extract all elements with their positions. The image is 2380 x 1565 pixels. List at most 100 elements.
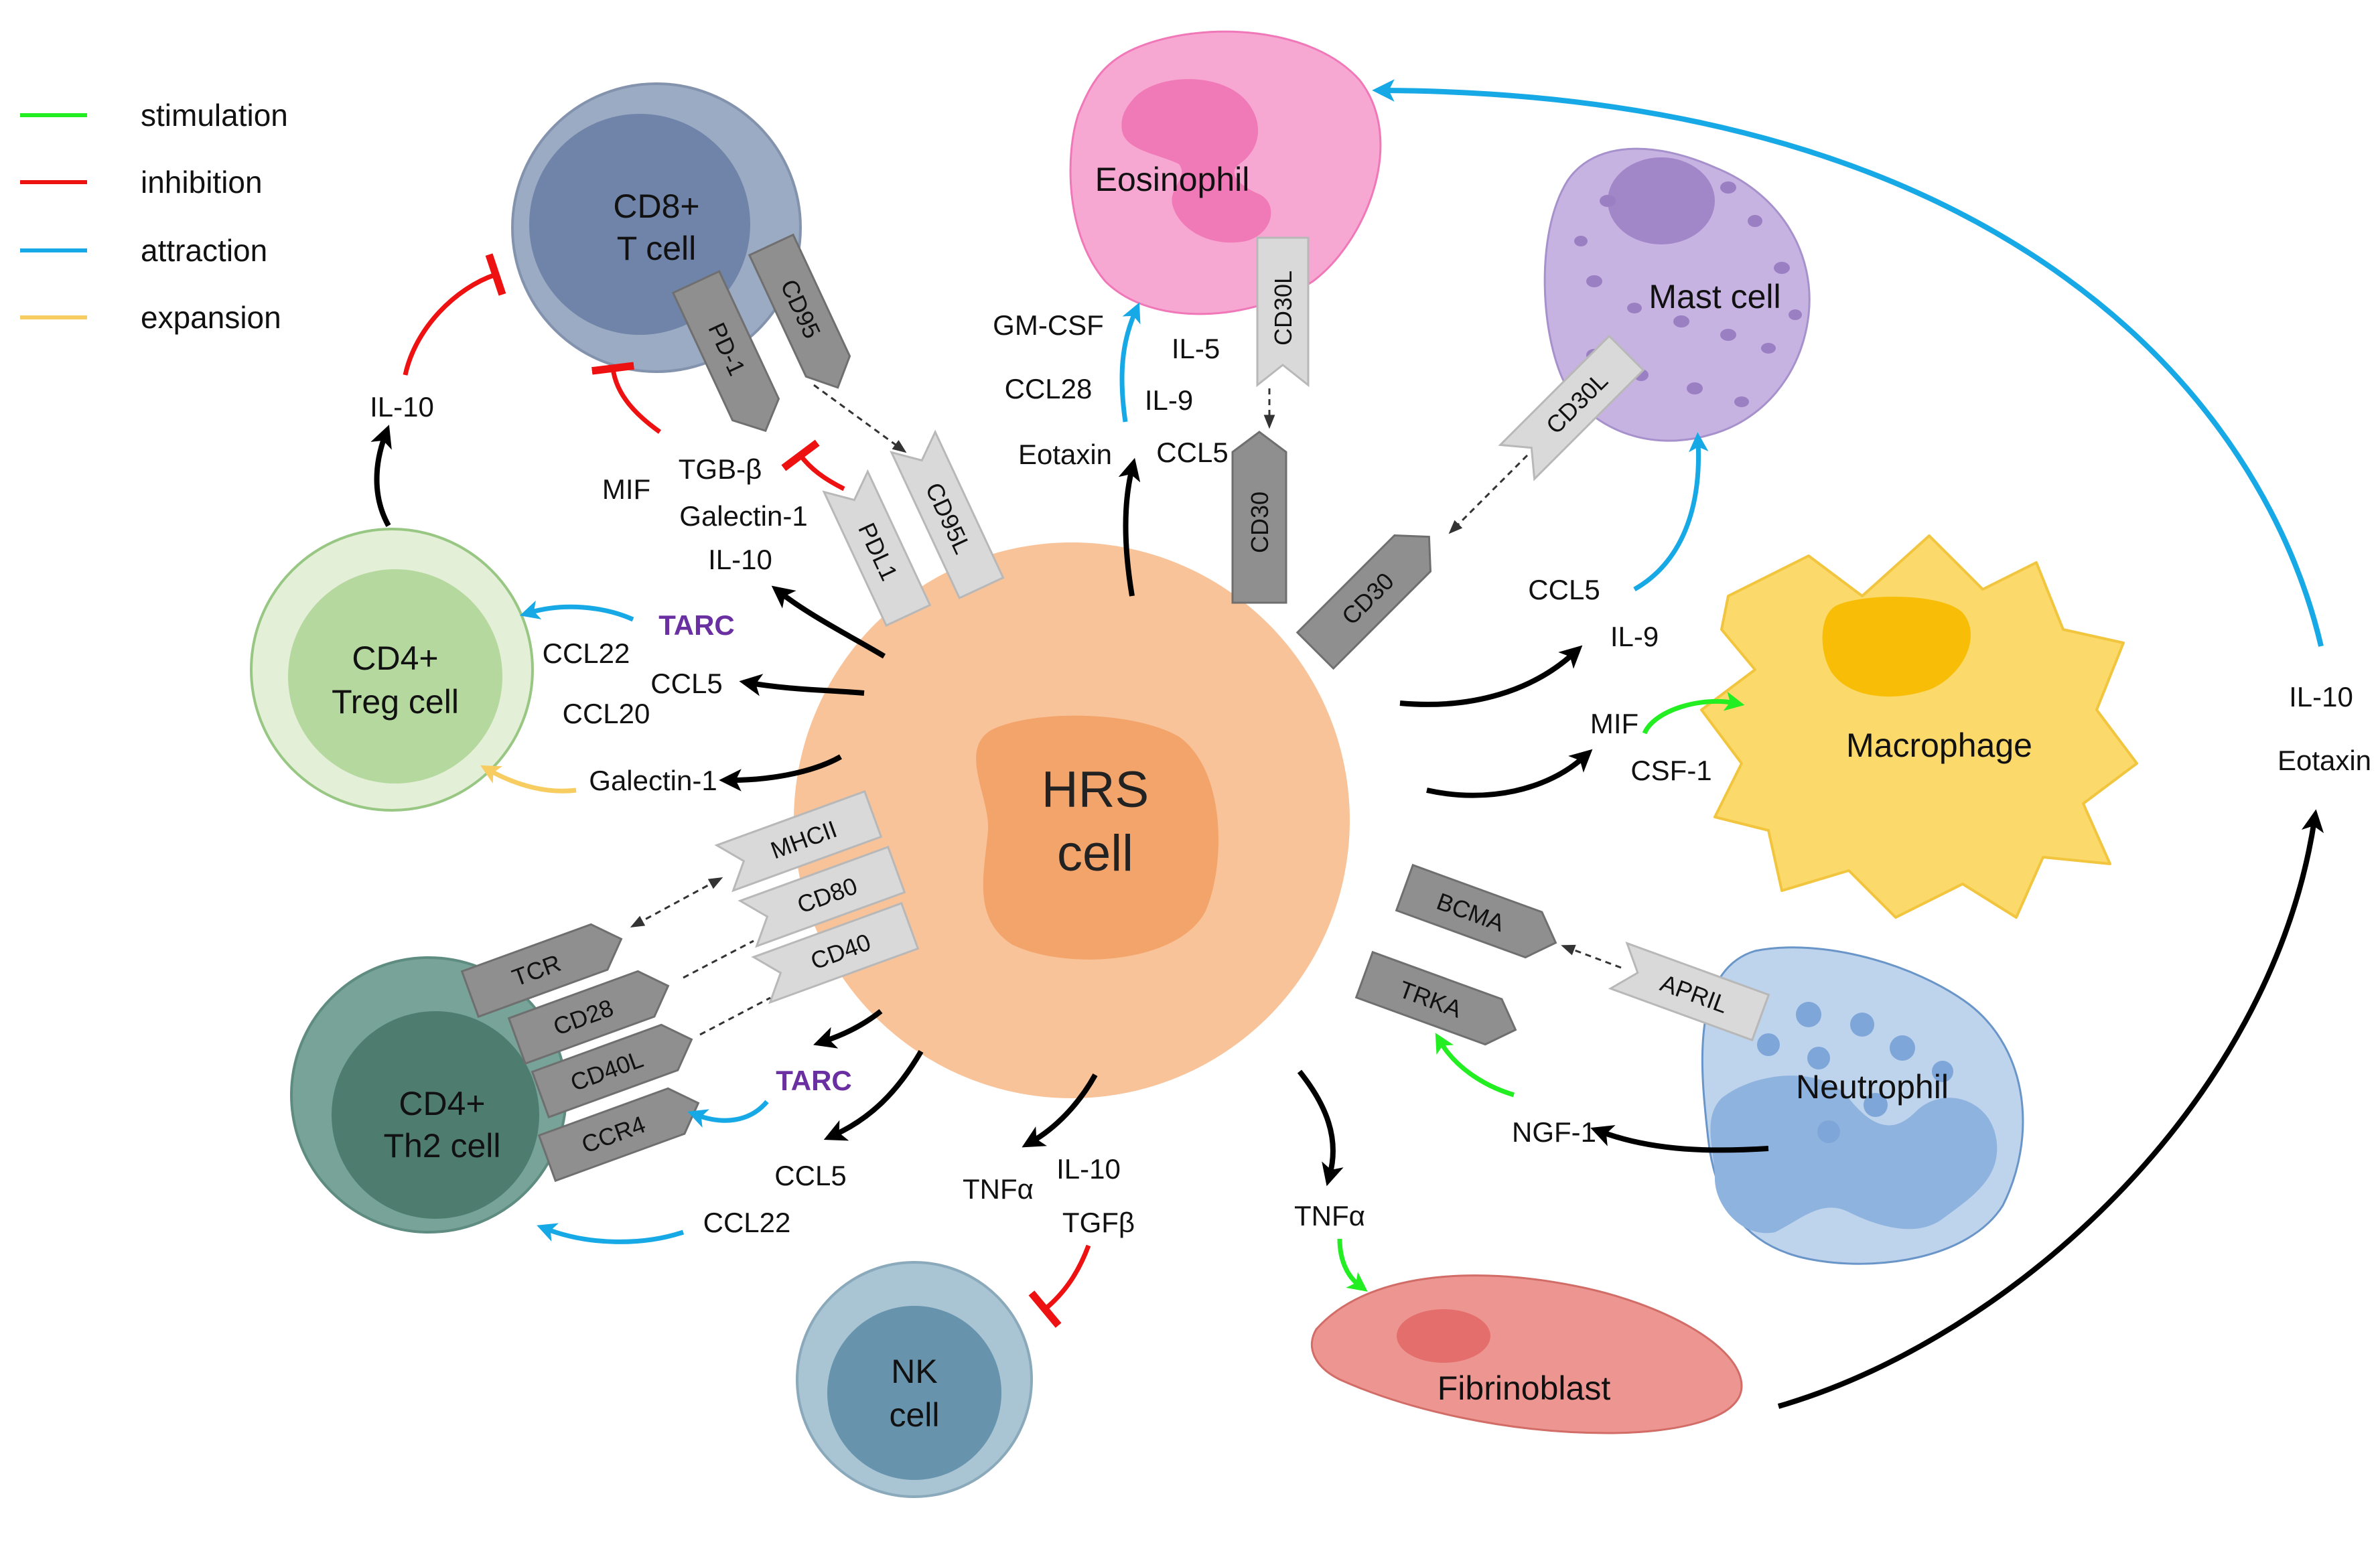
label-il5: IL-5 (1172, 333, 1220, 364)
inhibit-tgfb-nk (1028, 1244, 1091, 1328)
secretion-arrows (370, 425, 1769, 1187)
th2-cell-label-line2: Th2 cell (383, 1127, 500, 1165)
label-il9-mast: IL-9 (1610, 621, 1659, 652)
pdl1-ligand: PDL1 (822, 469, 932, 627)
legend-label-expansion: expansion (141, 300, 281, 335)
treg-cell-label-line1: CD4+ (352, 640, 438, 677)
arrow-il10-eotaxin-to-eosinophil (1372, 79, 2324, 647)
label-tgfb: TGFβ (1062, 1207, 1135, 1238)
macrophage-label: Macrophage (1846, 727, 2032, 764)
dashed-cd40l-cd40 (699, 996, 771, 1036)
april-ligand: APRIL (1608, 942, 1770, 1042)
label-tnfa-fib: TNFα (1294, 1200, 1365, 1232)
label-tarc-treg: TARC (658, 609, 735, 641)
hrs-cell: HRS cell (794, 542, 1350, 1098)
fibroblast-body (1310, 1274, 1743, 1434)
label-mif-cd8: MIF (602, 473, 650, 505)
inhibition-arrows (403, 253, 1091, 1328)
fibroblast-label: Fibrinoblast (1438, 1369, 1611, 1407)
attract-tarc-to-treg (519, 600, 634, 622)
dashed-cd95-cd95l (813, 384, 907, 453)
legend-label-stimulation: stimulation (141, 98, 288, 133)
receptors: PD-1 CD95 CD95L PDL1 CD30L CD30 (460, 233, 1770, 1183)
label-csf1: CSF-1 (1630, 755, 1711, 786)
mast-cell-label: Mast cell (1649, 278, 1780, 315)
nk-cell-label-line1: NK (891, 1353, 937, 1390)
hrs-cell-label-line2: cell (1057, 825, 1133, 882)
label-il10-nk: IL-10 (1056, 1153, 1121, 1185)
cd40-receptor: CD40 (751, 901, 920, 1004)
label-ccl20: CCL20 (563, 698, 650, 729)
neutrophil-nucleus (1710, 1075, 1998, 1234)
cd8-t-cell-label-line2: T cell (617, 230, 697, 267)
arrow-hrs-to-ccl5-mast (1399, 645, 1583, 707)
arrow-treg-to-il10 (370, 425, 392, 527)
mast-cell-granules (1574, 181, 1802, 407)
cd30-right-receptor: CD30 (1296, 534, 1432, 670)
treg-cell-inner (288, 569, 502, 784)
arrow-hrs-to-eotaxin (1118, 457, 1141, 597)
label-il10-right: IL-10 (2289, 681, 2353, 713)
dashed-cd30l-cd30-right (1448, 454, 1529, 534)
nk-cell-inner (827, 1306, 1001, 1480)
cd8-t-cell: CD8+ T cell (511, 82, 802, 373)
arrow-hrs-to-ccl5-treg (739, 674, 865, 696)
fibroblast: Fibrinoblast (1310, 1274, 1743, 1434)
cd8-t-cell-inner (529, 114, 750, 335)
stimulate-trka (1435, 1033, 1515, 1098)
macrophage: Macrophage (1700, 534, 2138, 919)
tcr-receptor: TCR (460, 923, 623, 1019)
cd8-t-cell-label-line1: CD8+ (613, 188, 699, 225)
attract-ccl22-to-th2 (537, 1223, 685, 1244)
arrow-hrs-to-mif-csf1 (1426, 749, 1593, 798)
label-eotaxin-right: Eotaxin (2278, 745, 2371, 776)
cd30l-eosinophil-ligand: CD30L (1256, 236, 1310, 388)
arrow-hrs-to-galectin1 (719, 754, 842, 792)
dashed-tcr-mhcii (630, 877, 723, 928)
macrophage-nucleus (1822, 597, 1971, 697)
attract-to-mast-cell (1633, 432, 1709, 592)
stimulation-arrows (1337, 691, 1745, 1292)
neutrophil: Neutrophil (1701, 946, 2024, 1265)
molecule-labels: IL-10 MIF TGB-β Galectin-1 IL-10 TARC CC… (370, 309, 2371, 1238)
attract-tarc-to-th2 (687, 1100, 769, 1128)
label-ccl28: CCL28 (1005, 373, 1093, 404)
arrow-hrs-to-nk-factors (1022, 1073, 1098, 1148)
inhibit-mif-cd8 (591, 362, 662, 434)
label-ngf1: NGF-1 (1512, 1116, 1596, 1148)
arrow-hrs-to-tarc-th2 (813, 1009, 883, 1049)
eosinophil-nucleus (1121, 79, 1271, 243)
arrow-hrs-to-il10-top (771, 585, 886, 659)
legend: stimulation inhibition attraction expans… (20, 98, 288, 335)
trka-receptor: TRKA (1354, 950, 1517, 1046)
arrow-neutrophil-to-ngf1 (1590, 1125, 1769, 1153)
nk-cell: NK cell (796, 1261, 1033, 1498)
treg-cell: CD4+ Treg cell (250, 528, 534, 812)
label-il10-treg: IL-10 (370, 391, 434, 423)
stimulate-fibroblast (1337, 1238, 1368, 1292)
hrs-cell-nucleus (976, 715, 1219, 960)
label-ccl5-top: CCL5 (1156, 437, 1228, 468)
label-il9-top: IL-9 (1145, 384, 1193, 416)
ccr4-receptor: CCR4 (537, 1087, 700, 1183)
neutrophil-label: Neutrophil (1796, 1068, 1949, 1106)
th2-cell: CD4+ Th2 cell (290, 956, 567, 1234)
label-eotaxin-top: Eotaxin (1018, 439, 1112, 470)
bcma-receptor: BCMA (1395, 863, 1557, 959)
dashed-april-bcma (1561, 944, 1622, 969)
cd28-receptor: CD28 (507, 970, 670, 1065)
legend-label-attraction: attraction (141, 233, 267, 268)
label-il10-top: IL-10 (708, 544, 772, 575)
cd30l-eosinophil-label: CD30L (1269, 271, 1297, 346)
pd1-receptor: PD-1 (671, 270, 780, 433)
treg-cell-label-line2: Treg cell (332, 683, 459, 721)
th2-cell-inner (332, 1011, 539, 1219)
macrophage-body (1700, 534, 2138, 919)
th2-cell-label-line1: CD4+ (399, 1085, 485, 1122)
label-galectin1-top: Galectin-1 (679, 500, 807, 532)
expansion-galectin1-to-treg (480, 765, 577, 794)
inhibit-pdl1-pd1 (781, 439, 845, 492)
attraction-arrows (519, 302, 1709, 1244)
